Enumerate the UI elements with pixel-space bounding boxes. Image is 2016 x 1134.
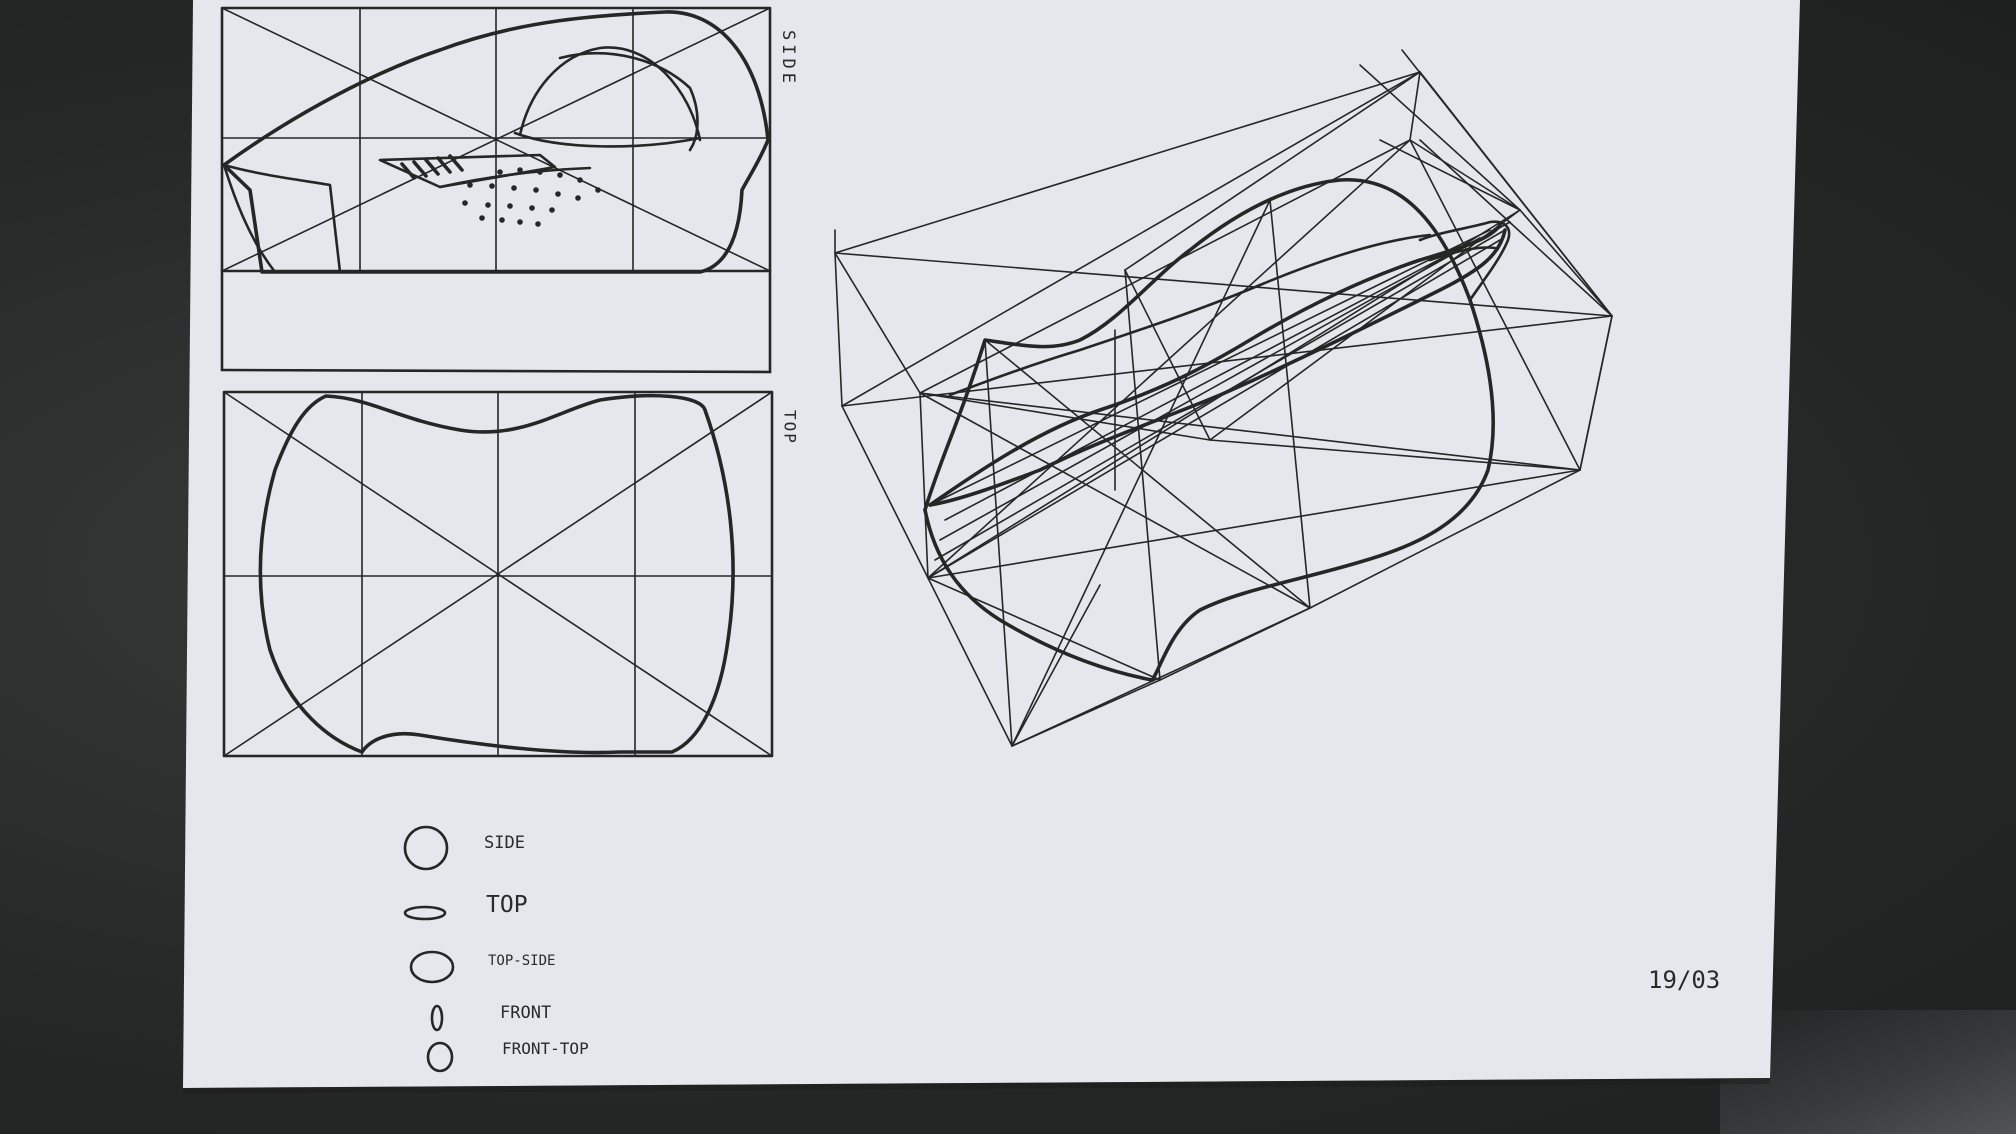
legend-front-top-ellipse: [426, 1041, 454, 1073]
perspective-view: [834, 49, 1613, 747]
legend-top-side-ellipse: [409, 950, 455, 984]
shoe-side-perforations: [462, 167, 601, 227]
side-view-label: SIDE: [778, 30, 798, 87]
shoe-perspective-collar: [928, 228, 1507, 507]
shoe-side-heel-counter: [558, 51, 699, 152]
sketch-date: 19/03: [1648, 966, 1720, 994]
shoe-side-laces: [400, 154, 464, 180]
shoe-perspective-tongue: [948, 233, 1432, 397]
shoe-top-outline: [258, 393, 735, 755]
shoe-side-toe: [222, 163, 277, 274]
shoe-perspective-outline: [923, 178, 1495, 682]
paper-sheet: [183, 0, 1800, 1088]
legend-top-ellipse: [403, 905, 447, 921]
shoe-side-outline: [222, 10, 770, 274]
side-view: SIDE: [220, 6, 798, 374]
shoe-side-heel-curve: [518, 46, 702, 142]
paper-shadow: [183, 1078, 1770, 1094]
shoe-side-stripe: [438, 166, 592, 189]
shoe-perspective-toe-inner: [1428, 246, 1497, 262]
legend-front-top-label: FRONT-TOP: [502, 1039, 589, 1058]
top-view-label: TOP: [781, 410, 800, 445]
legend-top-label: TOP: [486, 892, 528, 918]
shoe-perspective-topline: [928, 223, 1502, 507]
shoe-side-collar: [513, 131, 702, 148]
legend-front-label: FRONT: [500, 1003, 551, 1023]
ellipse-legend: SIDE TOP TOP-SIDE FRONT FRONT-TOP: [403, 825, 589, 1073]
top-view: TOP: [222, 390, 800, 758]
legend-front-ellipse: [430, 1004, 444, 1032]
legend-side-label: SIDE: [484, 833, 525, 853]
legend-side-ellipse: [403, 825, 449, 871]
top-view-grid: [223, 391, 773, 757]
side-view-lower-box-bottom: [220, 368, 772, 374]
shoe-side-eyestay: [378, 153, 557, 189]
legend-top-side-label: TOP-SIDE: [488, 953, 555, 969]
shoe-side-midsole: [222, 163, 342, 274]
shoe-perspective-heel: [923, 508, 1154, 682]
shoe-perspective-toe-cap: [1418, 220, 1511, 302]
